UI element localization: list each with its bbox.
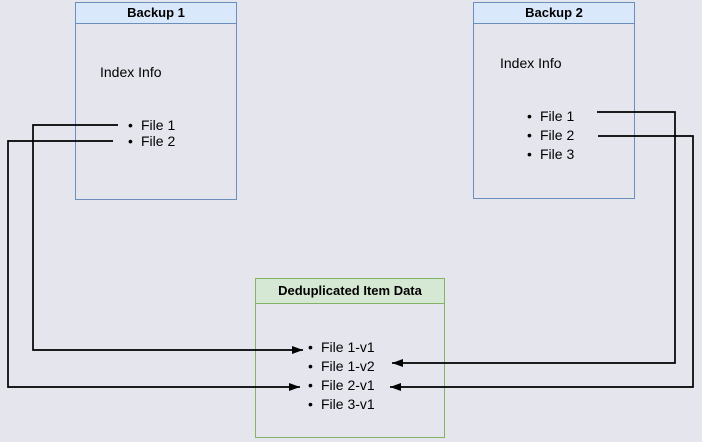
- backup1-title: Backup 1: [76, 3, 236, 24]
- backup2-box: Backup 2 Index Info File 1 File 2 File 3: [473, 2, 635, 199]
- list-item: File 2: [527, 126, 574, 145]
- list-item: File 2-v1: [308, 376, 375, 395]
- list-item: File 3: [527, 145, 574, 164]
- dedup-item-list: File 1-v1 File 1-v2 File 2-v1 File 3-v1: [308, 338, 375, 414]
- dedup-box: Deduplicated Item Data File 1-v1 File 1-…: [255, 278, 445, 438]
- backup2-title: Backup 2: [474, 3, 634, 24]
- list-item: File 1-v2: [308, 357, 375, 376]
- list-item: File 1-v1: [308, 338, 375, 357]
- list-item: File 1: [128, 117, 175, 133]
- backup2-subtitle: Index Info: [500, 55, 562, 71]
- dedup-title: Deduplicated Item Data: [256, 279, 444, 304]
- list-item: File 3-v1: [308, 395, 375, 414]
- list-item: File 2: [128, 133, 175, 149]
- backup1-subtitle: Index Info: [100, 64, 162, 80]
- backup1-file-list: File 1 File 2: [128, 117, 175, 149]
- list-item: File 1: [527, 107, 574, 126]
- backup2-file-list: File 1 File 2 File 3: [527, 107, 574, 164]
- backup1-box: Backup 1 Index Info File 1 File 2: [75, 2, 237, 200]
